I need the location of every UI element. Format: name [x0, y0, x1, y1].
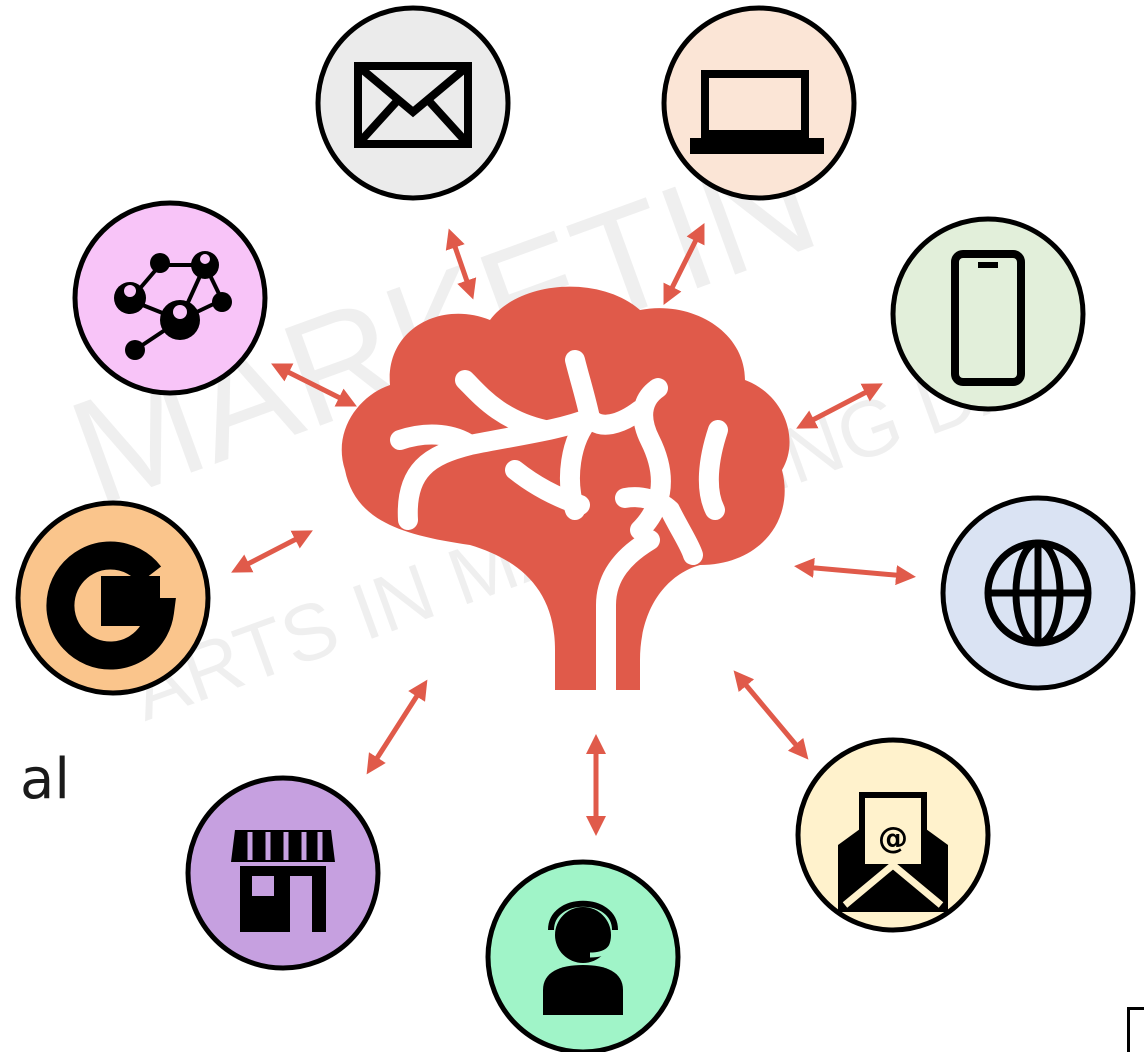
node-mobile[interactable]	[890, 216, 1086, 412]
envelope-icon	[354, 62, 472, 148]
node-social[interactable]	[72, 200, 268, 396]
partial-side-label: al	[20, 747, 70, 812]
smartphone-icon	[951, 250, 1025, 386]
arrow-mobile	[796, 383, 883, 429]
node-support[interactable]	[485, 859, 681, 1052]
laptop-icon	[690, 70, 824, 154]
svg-text:@: @	[878, 821, 908, 856]
brain-icon	[341, 286, 790, 700]
connector-arrows	[231, 223, 916, 836]
corner-frame-fragment	[1127, 1007, 1144, 1052]
node-email[interactable]	[315, 5, 511, 201]
headset-agent-icon	[543, 900, 623, 1015]
arrow-email-marketing	[733, 670, 809, 760]
node-web[interactable]	[940, 495, 1136, 691]
arrow-web	[794, 557, 916, 586]
google-g-icon	[46, 541, 176, 670]
node-store[interactable]	[185, 775, 381, 971]
storefront-icon	[231, 830, 335, 932]
node-email-marketing[interactable]: @	[795, 737, 991, 933]
open-envelope-at-icon: @	[838, 792, 948, 912]
social-network-icon	[114, 251, 232, 360]
node-laptop[interactable]	[661, 5, 857, 201]
arrow-store	[366, 679, 428, 775]
node-google[interactable]	[15, 500, 211, 696]
arrow-laptop	[663, 223, 705, 305]
globe-icon	[984, 539, 1092, 647]
arrow-google	[231, 530, 313, 573]
brain-folds	[390, 350, 728, 700]
arrow-social	[271, 363, 357, 407]
arrow-email	[445, 228, 477, 300]
